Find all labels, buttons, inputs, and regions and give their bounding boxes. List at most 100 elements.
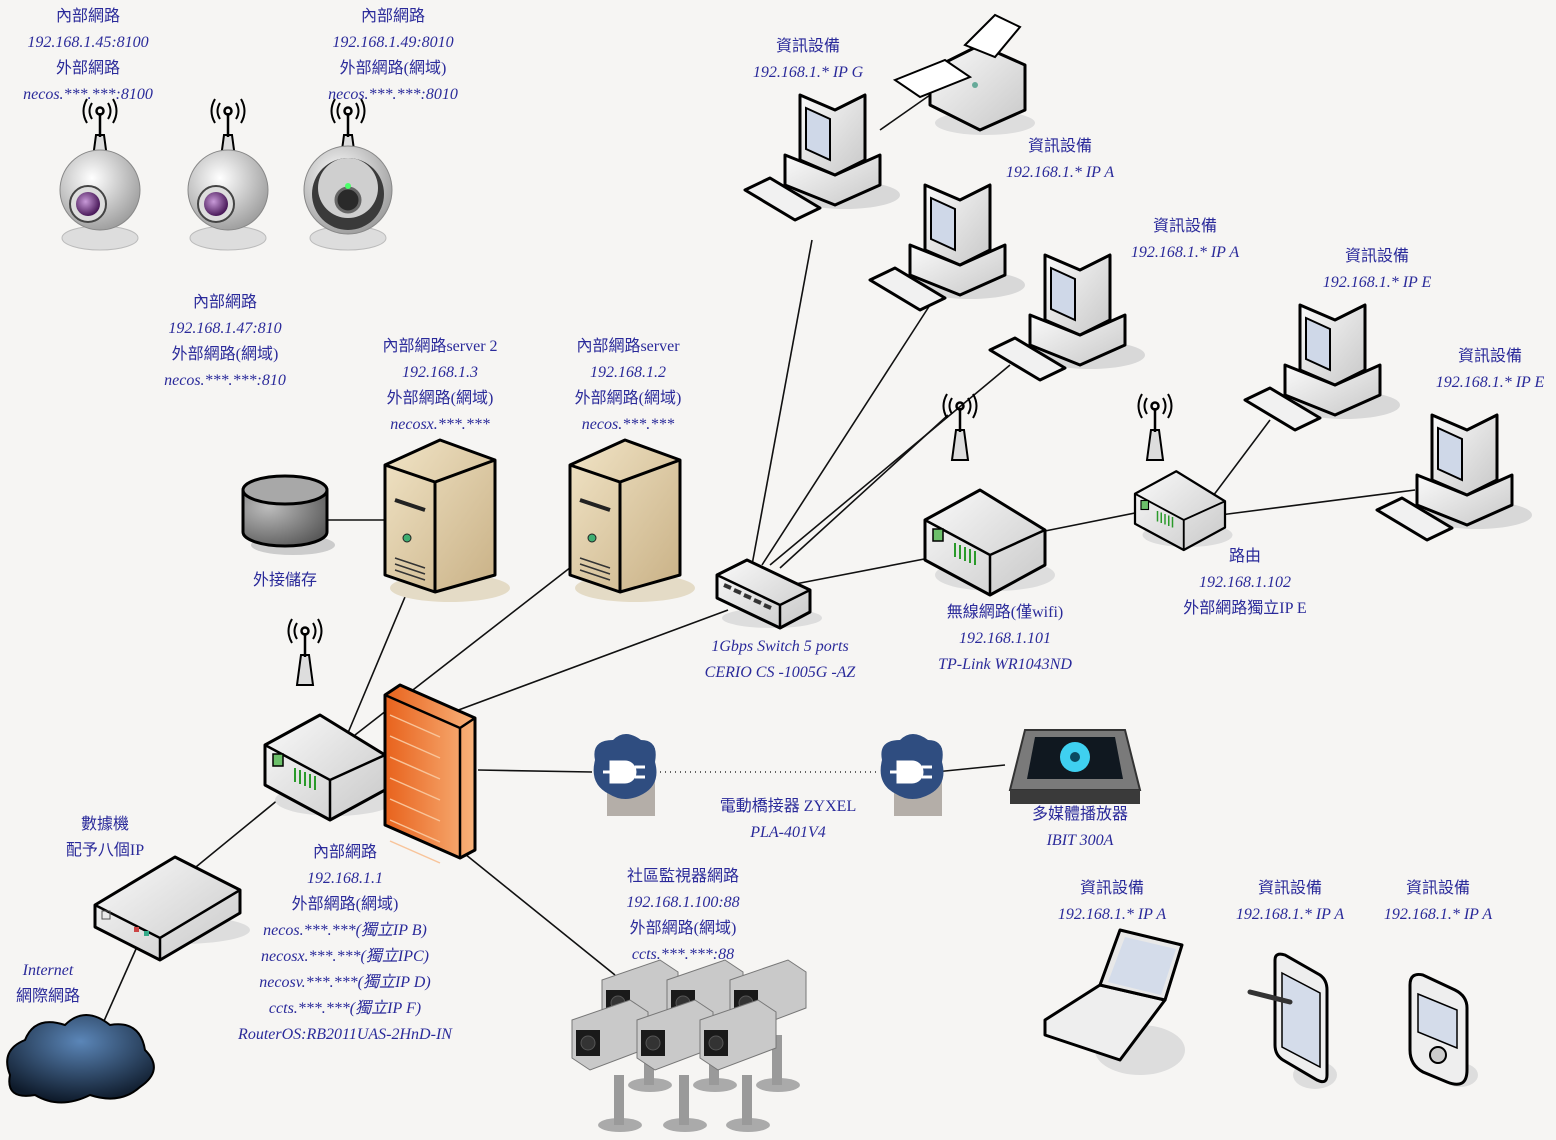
label-line: necos.***.***:8100: [23, 86, 153, 103]
devices-layer: [6, 13, 1532, 1132]
label-line: 192.168.1.49:8010: [332, 34, 454, 51]
label-line: 192.168.1.* IP A: [1005, 164, 1115, 181]
label-line: 192.168.1.* IP E: [1435, 374, 1545, 391]
label-line: 無線網路(僅wifi): [946, 604, 1064, 621]
links-layer: [99, 94, 1416, 1031]
label-line: 外部網路(網域): [291, 896, 399, 913]
label-storage: 外接儲存: [253, 568, 317, 594]
tablet-icon: [1247, 952, 1337, 1089]
label-line: 資訊設備: [1257, 880, 1323, 897]
label-line: necosx.***.***(獨立IPC): [261, 948, 429, 965]
label-line: RouterOS:RB2011UAS-2HnD-IN: [238, 1026, 452, 1043]
label-line: 外部網路(網域): [339, 60, 447, 77]
label-router2: 路由 192.168.1.102 外部網路獨立IP E: [1183, 544, 1306, 622]
link-main_router-modem: [179, 789, 291, 881]
link-switch-pc_g: [751, 239, 813, 566]
link-switch-wifi_ap: [789, 554, 946, 586]
link-switch-wifi_ap_ant: [779, 414, 949, 569]
label-line: necosv.***.***(獨立IP D): [259, 974, 431, 991]
label-tablet: 資訊設備 192.168.1.* IP A: [1236, 876, 1344, 928]
label-line: 外部網路(網域): [574, 390, 682, 407]
cctv-camera-unit: [636, 999, 714, 1132]
label-line: 192.168.1.102: [1198, 574, 1291, 591]
label-line: 內部網路: [360, 8, 426, 25]
label-line: TP-Link WR1043ND: [938, 656, 1072, 673]
cctv-camera-unit: [571, 999, 649, 1132]
label-line: 192.168.1.100:88: [626, 894, 740, 911]
label-line: 192.168.1.1: [306, 870, 383, 887]
laptop-icon: [1043, 928, 1185, 1075]
pc-a1-icon: [868, 183, 1025, 312]
label-line: 外接儲存: [252, 572, 318, 589]
label-line: 電動橋接器 ZYXEL: [719, 798, 857, 815]
server-2-icon: [383, 438, 510, 602]
internet-cloud-icon: [6, 1014, 155, 1104]
link-plc_b-media_player: [934, 764, 1006, 773]
powerline-plug-b-icon: [880, 734, 944, 816]
label-line: 外部網路(網域): [386, 390, 494, 407]
label-line: 192.168.1.* IP A: [1383, 906, 1493, 923]
server-1-icon: [568, 438, 695, 602]
label-line: necos.***.***:8010: [328, 86, 458, 103]
label-webcam1: 內部網路 192.168.1.45:8100 外部網路 necos.***.***:8…: [23, 4, 153, 108]
wifi-antenna-icon: [942, 393, 978, 461]
label-line: 192.168.1.* IP G: [752, 64, 864, 81]
link-modem-internet: [99, 939, 141, 1031]
label-line: 192.168.1.45:8100: [27, 34, 149, 51]
external-storage-icon: [241, 474, 335, 555]
wifi-ap-icon: [923, 393, 1055, 597]
label-line: 192.168.1.3: [402, 364, 478, 381]
label-line: 192.168.1.47:810: [168, 320, 282, 337]
link-firewall-cctv: [459, 849, 616, 976]
label-line: 資訊設備: [1027, 138, 1093, 155]
modem-icon: [93, 855, 250, 962]
cctv-camera-unit: [699, 999, 777, 1132]
pda-icon: [1408, 973, 1478, 1087]
label-line: 192.168.1.* IP A: [1235, 906, 1345, 923]
label-line: 外部網路(網域): [171, 346, 279, 363]
label-line: 192.168.1.* IP A: [1057, 906, 1167, 923]
label-line: 路由: [1228, 548, 1262, 565]
router-2-icon: [1133, 393, 1233, 552]
pc-a2-icon: [988, 253, 1145, 382]
label-line: 資訊設備: [1405, 880, 1471, 897]
link-firewall-plc: [477, 769, 593, 773]
label-line: Internet: [22, 962, 74, 979]
label-line: 外部網路獨立IP E: [1183, 600, 1307, 617]
label-webcam3: 內部網路 192.168.1.49:8010 外部網路(網域) necos.***.*…: [328, 4, 458, 108]
media-player-icon: [1008, 729, 1142, 804]
label-line: 內部網路: [312, 844, 378, 861]
label-line: 社區監視器網路: [626, 868, 740, 885]
label-line: CERIO CS -1005G -AZ: [704, 664, 856, 681]
label-internet: Internet 網際網路: [16, 958, 80, 1010]
link-pc_g-printer: [879, 94, 931, 131]
label-line: necos.***.***: [581, 416, 675, 433]
pc-g-icon: [743, 93, 900, 222]
webcam-2-icon: [187, 98, 269, 251]
label-line: 數據機: [80, 816, 130, 833]
label-line: 192.168.1.* IP A: [1130, 244, 1240, 261]
pc-e1-icon: [1243, 303, 1400, 432]
label-line: 內部網路server 2: [382, 338, 498, 355]
webcam-1-icon: [59, 98, 141, 251]
powerline-plug-a-icon: [593, 734, 657, 816]
wifi-antenna-icon: [287, 618, 323, 686]
label-line: 192.168.1.2: [589, 364, 666, 381]
label-line: 內部網路: [55, 8, 121, 25]
label-line: 網際網路: [15, 988, 81, 1005]
switch-icon: [715, 558, 822, 630]
label-line: 內部網路server: [576, 338, 680, 355]
webcam-3-icon: [303, 98, 393, 251]
firewall-icon: [383, 683, 477, 864]
label-line: ccts.***.***(獨立IP F): [268, 1000, 422, 1017]
label-line: 配予八個IP: [65, 842, 145, 859]
label-line: necos.***.***(獨立IP B): [263, 922, 427, 939]
label-line: 外部網路: [55, 60, 121, 77]
